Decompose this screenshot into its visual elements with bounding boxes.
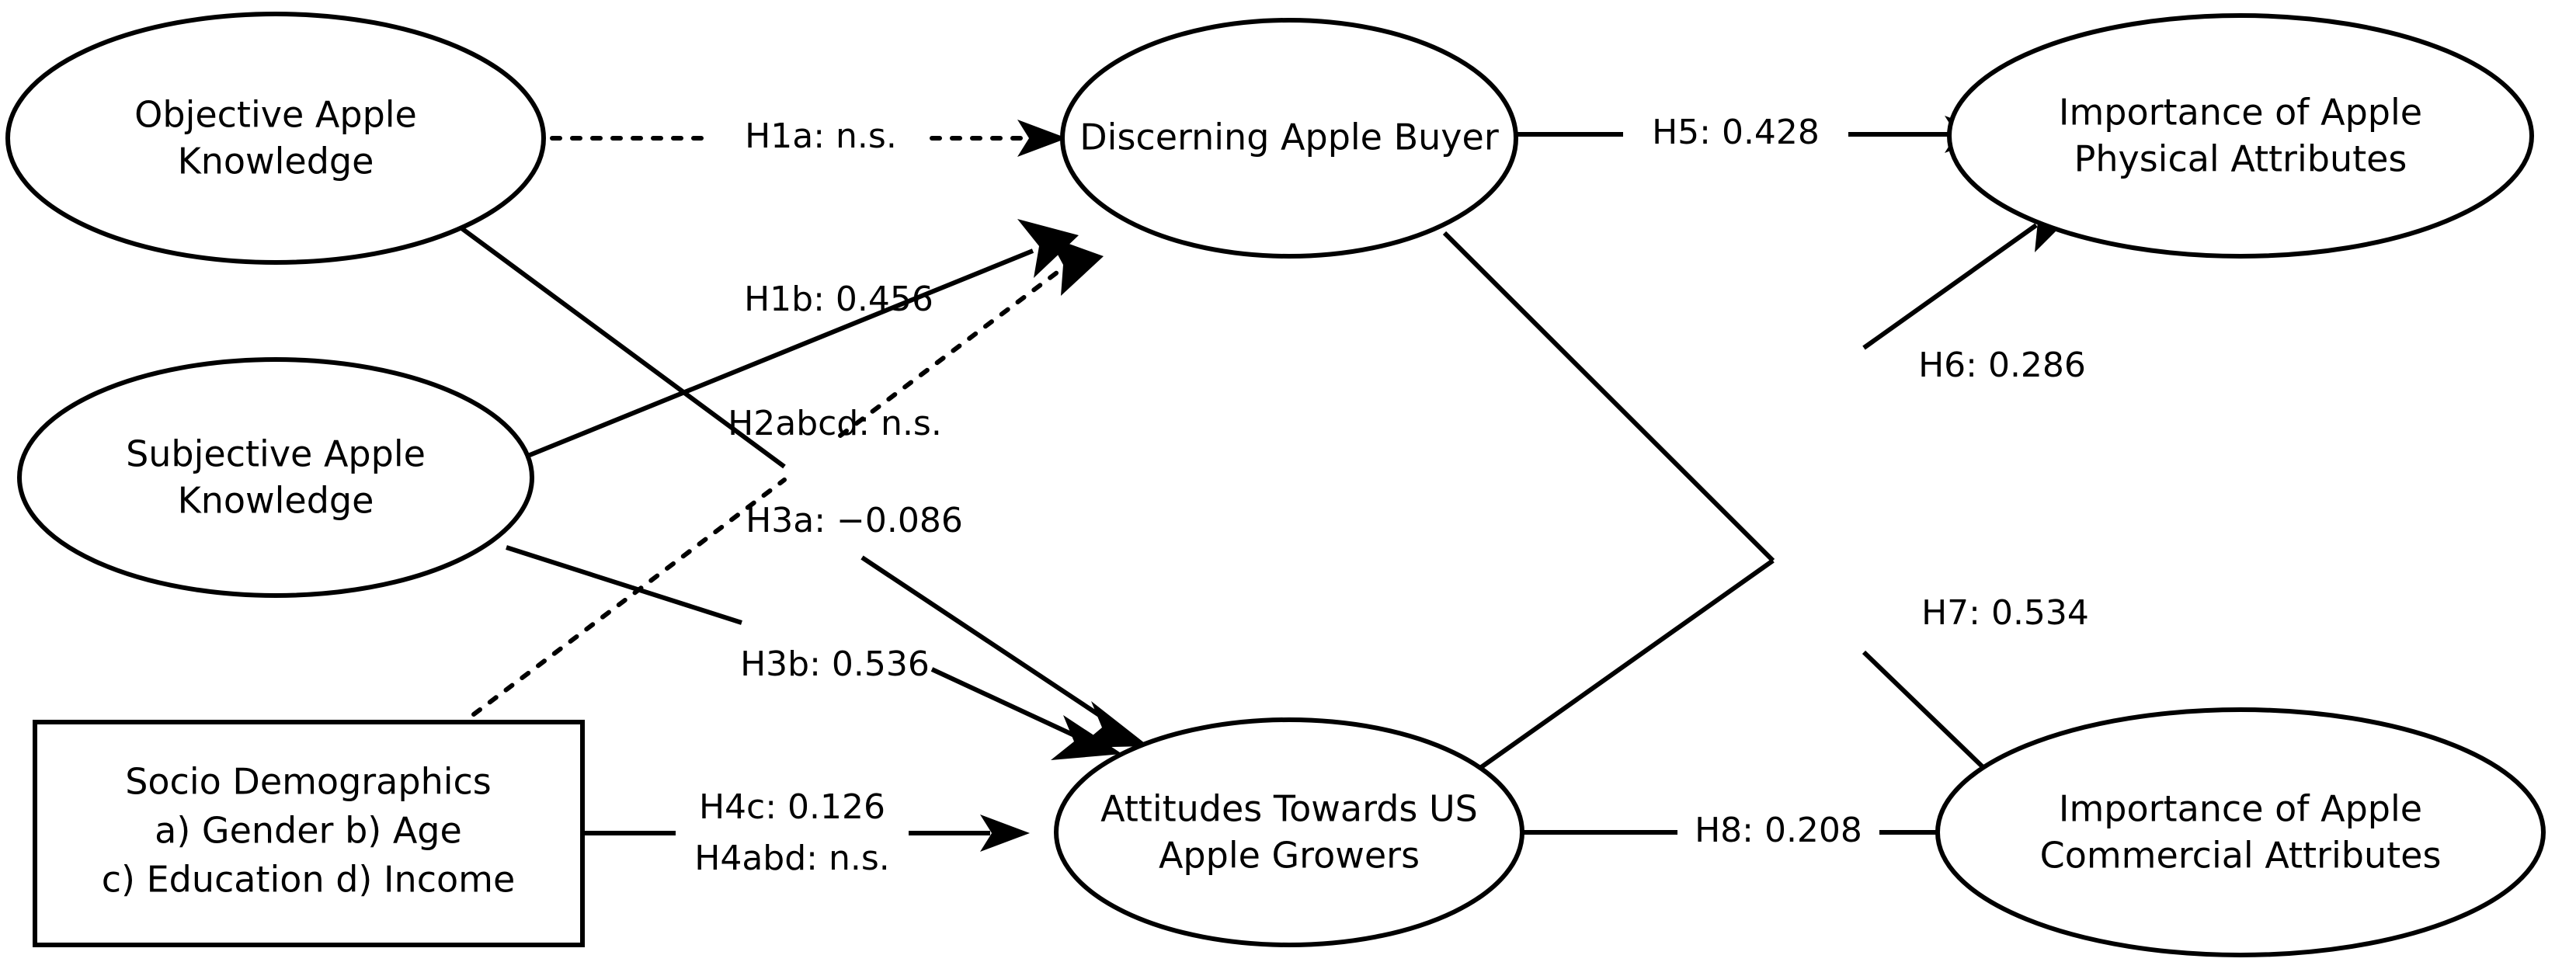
node-objective-apple-knowledge-line1: Objective Apple <box>134 94 417 136</box>
node-importance-apple-physical-attributes-line1: Importance of Apple <box>2059 92 2422 134</box>
edge-h2abcd-label: H2abcd: n.s. <box>728 404 942 443</box>
edge-h1a-arrowhead <box>1017 120 1067 157</box>
node-importance-apple-physical-attributes[interactable]: Importance of Apple Physical Attributes <box>1947 13 2534 259</box>
node-attitudes-towards-us-apple-growers-ellipse <box>1054 717 1524 947</box>
edge-h6-line-low <box>1465 558 1775 780</box>
edge-h4: H4c: 0.126 H4abd: n.s. <box>584 787 1030 878</box>
edge-h1b: H1b: 0.456 <box>515 219 1079 463</box>
node-objective-apple-knowledge-ellipse <box>5 12 546 265</box>
edge-h3b-label: H3b: 0.536 <box>740 644 930 684</box>
edge-h3a-label: H3a: −0.086 <box>746 501 963 540</box>
node-socio-demographics-line1: Socio Demographics <box>125 761 492 803</box>
edge-h4abd-label: H4abd: n.s. <box>694 839 890 878</box>
edge-h8-label: H8: 0.208 <box>1695 811 1862 850</box>
edge-h3b-arrowhead <box>1051 715 1122 760</box>
node-importance-apple-physical-attributes-line2: Physical Attributes <box>2074 138 2407 180</box>
edge-h3b: H3b: 0.536 <box>506 545 1122 760</box>
edge-h3a-arrowhead <box>1078 701 1149 748</box>
edge-h3b-line-left <box>506 545 742 625</box>
node-importance-apple-commercial-attributes-ellipse <box>1935 707 2546 957</box>
edge-h3b-line-right <box>930 667 1084 742</box>
node-socio-demographics[interactable]: Socio Demographics a) Gender b) Age c) E… <box>33 720 585 947</box>
node-importance-apple-commercial-attributes-line2: Commercial Attributes <box>2040 835 2442 877</box>
node-socio-demographics-line2: a) Gender b) Age <box>155 810 462 852</box>
node-subjective-apple-knowledge-ellipse <box>17 357 534 598</box>
edge-h3a-line-upper <box>459 225 786 469</box>
edge-h1a: H1a: n.s. <box>550 116 1067 157</box>
edge-h5: H5: 0.428 <box>1510 113 1994 153</box>
node-attitudes-towards-us-apple-growers-line2: Apple Growers <box>1159 835 1420 877</box>
node-attitudes-towards-us-apple-growers-line1: Attitudes Towards US <box>1100 788 1478 830</box>
node-socio-demographics-line3: c) Education d) Income <box>102 859 516 901</box>
node-subjective-apple-knowledge-line2: Knowledge <box>178 480 374 522</box>
edge-h1a-label: H1a: n.s. <box>745 116 897 156</box>
node-discerning-apple-buyer[interactable]: Discerning Apple Buyer <box>1060 18 1518 259</box>
edge-h1b-arrowhead <box>1017 219 1079 278</box>
edge-h2abcd: H2abcd: n.s. <box>471 236 1104 717</box>
node-objective-apple-knowledge[interactable]: Objective Apple Knowledge <box>5 12 546 265</box>
edge-h4c-label: H4c: 0.126 <box>699 787 885 827</box>
node-objective-apple-knowledge-line2: Knowledge <box>178 141 374 182</box>
edge-h3a: H3a: −0.086 <box>459 225 1149 748</box>
node-socio-demographics-rect <box>33 720 585 947</box>
node-discerning-apple-buyer-ellipse <box>1060 18 1518 259</box>
edge-h2abcd-line-high <box>838 266 1066 438</box>
node-discerning-apple-buyer-line1: Discerning Apple Buyer <box>1079 116 1499 158</box>
edge-h1b-line <box>515 248 1034 463</box>
node-importance-apple-commercial-attributes-line1: Importance of Apple <box>2059 788 2422 830</box>
edge-h7-line-high <box>1442 231 1775 563</box>
edge-h4-arrowhead <box>980 814 1030 852</box>
edge-h6-line-high <box>1862 223 2038 350</box>
node-importance-apple-physical-attributes-ellipse <box>1947 13 2534 259</box>
edge-h1b-label: H1b: 0.456 <box>744 280 933 319</box>
edge-h6: H6: 0.286 <box>1465 193 2086 780</box>
node-importance-apple-commercial-attributes[interactable]: Importance of Apple Commercial Attribute… <box>1935 707 2546 957</box>
edge-h3a-line-lower <box>860 555 1111 724</box>
edge-h7-label: H7: 0.534 <box>1921 593 2089 633</box>
node-subjective-apple-knowledge[interactable]: Subjective Apple Knowledge <box>17 357 534 598</box>
node-subjective-apple-knowledge-line1: Subjective Apple <box>126 433 426 475</box>
edge-h5-label: H5: 0.428 <box>1652 113 1820 152</box>
edge-h7: H7: 0.534 <box>1442 231 2089 851</box>
edge-h2abcd-arrowhead <box>1048 236 1104 296</box>
edge-h6-label: H6: 0.286 <box>1918 346 2086 385</box>
edge-h2abcd-line-low <box>471 478 787 717</box>
node-attitudes-towards-us-apple-growers[interactable]: Attitudes Towards US Apple Growers <box>1054 717 1524 947</box>
